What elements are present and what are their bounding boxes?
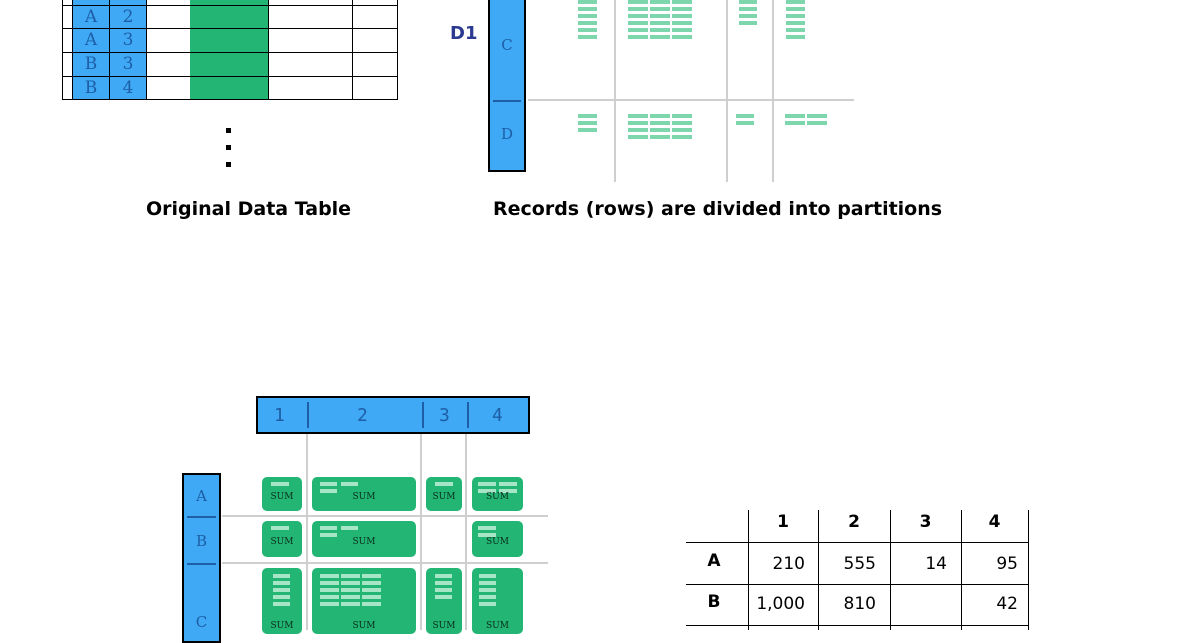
- table-cell: 555: [843, 554, 876, 574]
- row-label-c: C: [501, 36, 513, 54]
- row-label-c: C: [195, 613, 208, 631]
- row-key-cell: B: [84, 54, 98, 74]
- continuation-ellipsis: [224, 128, 234, 172]
- table-cell: 95: [996, 554, 1018, 574]
- row-col-cell: 3: [122, 30, 134, 50]
- table-cell: 810: [843, 594, 876, 614]
- column-header-bar: 1 2 3 4: [256, 396, 530, 434]
- sum-cell: SUM: [262, 477, 302, 511]
- column-label-2: 2: [357, 405, 368, 426]
- table-row: A 2: [73, 6, 146, 29]
- column-label-4: 4: [492, 405, 503, 426]
- column-header-4: 4: [988, 512, 1001, 532]
- partition-label: D1: [450, 23, 478, 44]
- row-header-bar: A B C: [182, 473, 221, 643]
- column-label-3: 3: [439, 405, 450, 426]
- table-cell: 42: [996, 594, 1018, 614]
- row-label-b: B: [195, 532, 208, 550]
- sum-cell: SUM: [262, 521, 302, 557]
- value-column-highlight: [190, 0, 268, 99]
- sum-cell: SUM: [312, 477, 416, 511]
- row-label-d: D: [500, 125, 514, 143]
- column-header-2: 2: [848, 512, 860, 532]
- sum-cell: SUM: [312, 521, 416, 557]
- sum-cell: SUM: [312, 568, 416, 634]
- table-row: B 4: [73, 77, 146, 100]
- row-col-cell: 4: [122, 78, 134, 98]
- row-key-cell: B: [84, 78, 98, 98]
- column-header-1: 1: [777, 512, 789, 532]
- row-label-a: A: [196, 487, 207, 505]
- partition-row-bar: C D: [488, 0, 526, 172]
- sum-cell: SUM: [426, 477, 462, 511]
- row-col-cell: 3: [122, 54, 134, 74]
- original-table-caption: Original Data Table: [146, 198, 352, 220]
- table-row: B 3: [73, 53, 146, 76]
- sum-cell: SUM: [472, 521, 523, 557]
- row-header-b: B: [707, 592, 721, 612]
- table-cell: 1,000: [756, 594, 805, 614]
- table-row: A 3: [73, 29, 146, 52]
- sum-cell: SUM: [262, 568, 302, 634]
- sum-cell: SUM: [472, 568, 523, 634]
- row-key-cell: A: [84, 30, 98, 50]
- row-key-cell: A: [84, 7, 98, 27]
- column-header-3: 3: [919, 512, 932, 532]
- table-cell: 210: [772, 554, 805, 574]
- row-col-cell: 2: [122, 7, 134, 27]
- column-label-1: 1: [274, 405, 285, 426]
- sum-cell: SUM: [426, 568, 462, 634]
- sum-cell: SUM: [472, 477, 523, 511]
- partitions-caption: Records (rows) are divided into partitio…: [493, 198, 943, 220]
- table-cell: 14: [925, 554, 947, 574]
- row-header-a: A: [707, 551, 721, 571]
